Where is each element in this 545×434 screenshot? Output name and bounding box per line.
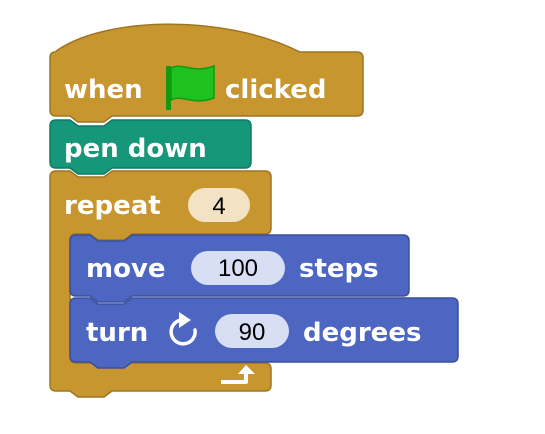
steps-input[interactable]: 100 [191,251,285,285]
green-flag-icon[interactable] [166,64,215,110]
turn-label: turn [86,318,148,348]
pen-down-block[interactable]: pen down [49,119,252,175]
pen-down-label: pen down [64,134,207,164]
clicked-label: clicked [225,75,327,105]
steps-label: steps [299,254,379,284]
repeat-label: repeat [64,191,161,221]
when-label: when [64,75,143,105]
repeat-count-input[interactable]: 4 [188,188,250,222]
when-flag-clicked-block[interactable]: when clicked [49,23,364,123]
repeat-count-value: 4 [212,193,225,220]
degrees-value: 90 [239,319,266,346]
turn-right-icon [169,312,197,346]
turn-degrees-block[interactable]: turn 90 degrees [69,297,459,369]
steps-value: 100 [218,255,258,282]
degrees-input[interactable]: 90 [215,314,289,348]
move-steps-block[interactable]: move 100 steps [69,234,410,303]
repeat-block[interactable]: repeat 4 [49,170,272,398]
degrees-label: degrees [303,318,421,348]
loop-arrow-icon [221,365,255,384]
move-label: move [86,254,166,284]
